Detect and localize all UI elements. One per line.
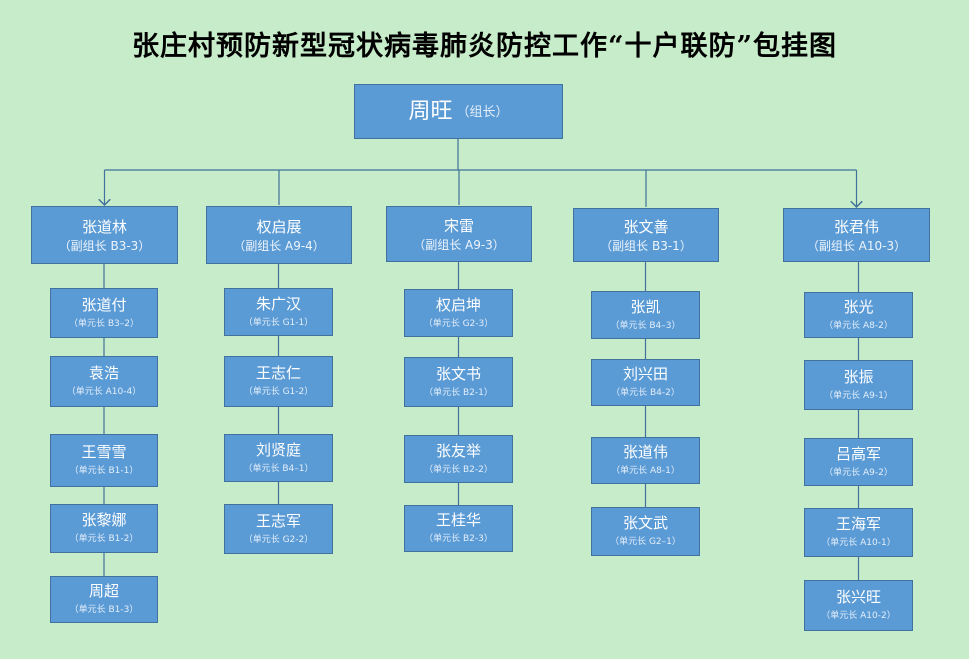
person-name: 刘兴田 (622, 365, 668, 383)
person-role: （副组长 B3-1） (600, 238, 692, 253)
person-name: 王海军 (835, 515, 881, 533)
person-name: 刘贤庭 (255, 440, 301, 459)
person-name: 张友举 (435, 441, 481, 460)
person-role: （单元长 B4–1） (243, 463, 314, 474)
unit-leader-box: 张文武 （单元长 G2–1） (591, 507, 700, 556)
unit-leader-box: 王志仁 （单元长 G1-2） (224, 356, 333, 407)
unit-leader-box: 王雪雪 （单元长 B1-1） (50, 434, 158, 487)
person-name: 张光 (843, 297, 874, 316)
person-name: 权启坤 (435, 295, 481, 314)
unit-leader-box: 张道伟 （单元长 A8-1） (591, 437, 700, 484)
person-name: 周超 (88, 582, 119, 600)
unit-leader-box: 权启坤 （单元长 G2-3） (404, 289, 513, 337)
person-name: 王志仁 (255, 364, 301, 382)
person-name: 张振 (843, 367, 874, 386)
person-name: 王雪雪 (81, 443, 127, 461)
deputy-leader-box: 张道林 （副组长 B3-3） (31, 206, 178, 264)
person-role: （单元长 B4-2） (611, 388, 680, 398)
person-name: 张文武 (622, 514, 668, 532)
unit-leader-box: 王海军 （单元长 A10-1） (804, 508, 913, 557)
leader-box: 周旺 （组长） (354, 84, 563, 139)
unit-leader-box: 吕高军 （单元长 A9-2） (804, 438, 913, 486)
person-name: 王志军 (255, 511, 301, 530)
person-name: 吕高军 (835, 444, 881, 463)
person-name: 张凯 (630, 297, 661, 316)
person-role: （副组长 A9-3） (413, 237, 505, 252)
unit-leader-box: 张黎娜 （单元长 B1-2） (50, 504, 158, 553)
unit-leader-box: 张友举 （单元长 B2-2） (404, 435, 513, 483)
person-role: （单元长 A9-2） (824, 467, 893, 478)
person-role: （单元长 B1-3） (69, 605, 139, 615)
person-role: （单元长 B3–2） (69, 318, 139, 329)
person-role: （单元长 B1-1） (69, 466, 139, 476)
person-name: 张君伟 (833, 217, 879, 236)
unit-leader-box: 刘兴田 （单元长 B4-2） (591, 359, 700, 406)
person-role: （副组长 B3-3） (58, 238, 151, 253)
unit-leader-box: 王志军 （单元长 G2-2） (224, 504, 333, 554)
person-role: （单元长 A10-4） (66, 387, 142, 397)
person-name: 张文书 (435, 364, 481, 383)
deputy-leader-box: 张文善 （副组长 B3-1） (573, 208, 719, 262)
person-role: （副组长 A9-4） (233, 238, 325, 253)
unit-leader-box: 张振 （单元长 A9-1） (804, 360, 913, 410)
person-role: （单元长 B4–3） (610, 320, 681, 331)
person-role: （单元长 G1-2） (243, 387, 314, 397)
person-name: 袁浩 (88, 364, 119, 382)
person-role: （单元长 B2-1） (424, 387, 493, 398)
unit-leader-box: 张兴旺 （单元长 A10-2） (804, 580, 913, 631)
unit-leader-box: 刘贤庭 （单元长 B4–1） (224, 434, 333, 482)
person-role: （单元长 G2-2） (243, 534, 314, 545)
person-role: （单元长 G2–1） (610, 537, 681, 547)
person-role: （单元长 G2-3） (423, 318, 494, 329)
person-role: （单元长 G1-1） (243, 317, 314, 328)
deputy-leader-box: 宋雷 （副组长 A9-3） (386, 206, 532, 262)
unit-leader-box: 张道付 （单元长 B3–2） (50, 288, 158, 338)
person-name: 张黎娜 (81, 511, 127, 529)
person-name: 张道林 (81, 217, 127, 236)
leader-name: 周旺 (408, 98, 453, 124)
deputy-leader-box: 张君伟 （副组长 A10-3） (783, 208, 930, 262)
unit-leader-box: 张光 （单元长 A8-2） (804, 292, 913, 338)
person-name: 张兴旺 (835, 588, 881, 606)
person-name: 朱广汉 (255, 294, 301, 313)
person-role: （单元长 A10-2） (821, 611, 896, 621)
person-name: 张文善 (623, 217, 669, 236)
unit-leader-box: 袁浩 （单元长 A10-4） (50, 356, 158, 407)
person-role: （单元长 B2-3） (424, 534, 493, 544)
unit-leader-box: 周超 （单元长 B1-3） (50, 576, 158, 623)
person-name: 权启展 (256, 217, 302, 236)
person-role: （单元长 A8-1） (611, 466, 680, 476)
person-role: （单元长 A10-1） (821, 538, 896, 548)
person-role: （单元长 B2-2） (424, 464, 493, 475)
person-role: （单元长 B1-2） (69, 534, 139, 544)
person-name: 张道伟 (622, 443, 668, 461)
leader-role: （组长） (456, 105, 509, 120)
deputy-leader-box: 权启展 （副组长 A9-4） (206, 206, 352, 264)
person-name: 张道付 (81, 295, 127, 314)
unit-leader-box: 朱广汉 （单元长 G1-1） (224, 288, 333, 336)
chart-title: 张庄村预防新型冠状病毒肺炎防控工作“十户联防”包挂图 (131, 31, 838, 62)
person-role: （副组长 A10-3） (806, 238, 907, 253)
unit-leader-box: 王桂华 （单元长 B2-3） (404, 505, 513, 552)
person-name: 宋雷 (443, 216, 474, 235)
unit-leader-box: 张文书 （单元长 B2-1） (404, 357, 513, 407)
person-role: （单元长 A8-2） (824, 320, 893, 331)
person-name: 王桂华 (435, 511, 481, 529)
person-role: （单元长 A9-1） (824, 390, 893, 401)
unit-leader-box: 张凯 （单元长 B4–3） (591, 291, 700, 339)
